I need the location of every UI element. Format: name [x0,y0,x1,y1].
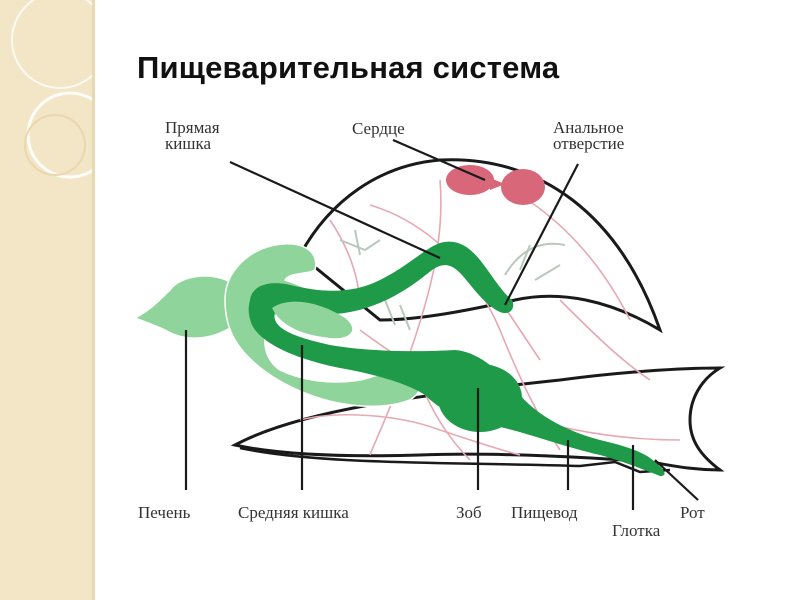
midgut-inner [272,301,353,339]
label-rectum: Прямая кишка [165,118,220,153]
label-rectum-line1: Прямая [165,118,220,137]
heart [446,165,545,205]
decorative-circles [11,0,92,179]
label-mouth: Рот [680,503,705,522]
label-anus-line2: отверстие [553,134,625,153]
leader-lines [184,138,699,510]
digestive-tract [248,241,665,476]
label-liver: Печень [138,503,191,522]
page-title: Пищеварительная система [137,50,560,85]
foot-base [239,446,671,474]
label-pharynx: Глотка [612,521,661,540]
label-esophagus: Пищевод [511,503,578,522]
label-midgut: Средняя кишка [238,503,349,522]
label-anus-line1: Анальное [553,118,624,137]
label-crop: Зоб [456,503,482,522]
label-heart: Сердце [352,119,405,138]
label-rectum-line2: кишка [165,134,211,153]
nerve-branches [339,229,566,331]
slide-decoration-sidebar [0,0,95,600]
label-anus: Анальное отверстие [553,118,625,153]
